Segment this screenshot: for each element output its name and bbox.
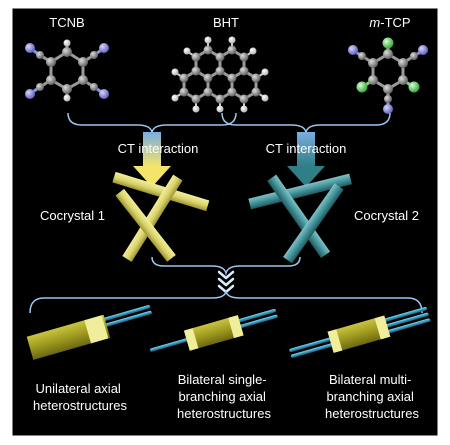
- tcnb-molecule: [25, 39, 109, 102]
- bilateral-single-heterostructure: [150, 308, 278, 352]
- ct-arrow-left: [133, 132, 171, 187]
- cocrystal-2-label: Cocrystal 2: [354, 208, 419, 223]
- mtcp-label: m-TCP: [369, 15, 410, 30]
- cocrystal-1-structure: [112, 171, 210, 262]
- bottom-bracket: [29, 289, 423, 314]
- bilateral-single-caption: Bilateral single- branching axial hetero…: [177, 372, 271, 421]
- ct-arrow-right: [287, 132, 325, 187]
- unilateral-heterostructure: [26, 305, 152, 360]
- tcnb-label: TCNB: [49, 15, 84, 30]
- bilateral-multi-caption: Bilateral multi- branching axial heteros…: [325, 372, 419, 421]
- bht-label: BHT: [213, 15, 239, 30]
- mtcp-molecule: [348, 37, 428, 114]
- ct-interaction-right-label: CT interaction: [266, 141, 347, 156]
- bilateral-multi-heterostructure: [289, 306, 431, 358]
- bht-molecule: [171, 36, 269, 113]
- unilateral-caption: Unilateral axial heterostructures: [33, 381, 127, 413]
- cocrystal-1-label: Cocrystal 1: [40, 208, 105, 223]
- ct-interaction-left-label: CT interaction: [118, 141, 199, 156]
- cocrystal-2-structure: [248, 173, 352, 264]
- middle-bracket: [151, 256, 301, 276]
